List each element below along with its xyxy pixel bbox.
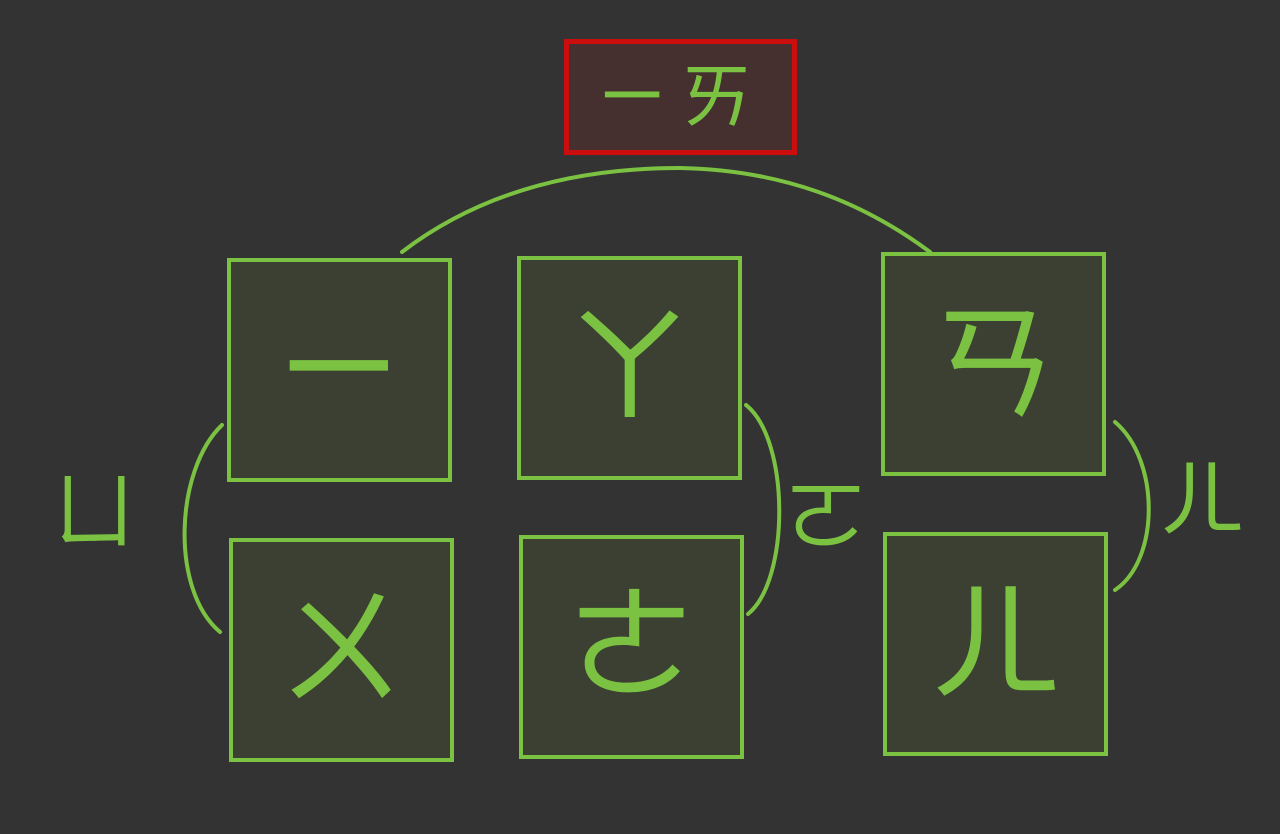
side-label-middle: ㄛ [784, 467, 869, 565]
cell-symbol: ㄧ [274, 294, 405, 446]
side-label-right: ㄦ [1160, 451, 1245, 549]
cell-bottom-right: ㄦ [883, 532, 1108, 756]
side-label-left: ㄩ [52, 463, 137, 561]
middle-bracket [744, 403, 782, 616]
top-arc-connector [400, 165, 932, 254]
cell-symbol: ㄨ [276, 574, 407, 726]
cell-symbol: ㄢ [928, 288, 1059, 440]
cell-bottom-left: ㄨ [229, 538, 454, 762]
cell-top-right: ㄢ [881, 252, 1106, 476]
cell-bottom-center: ㄜ [519, 535, 744, 759]
compound-title-text: ㄧㄞ [596, 55, 765, 139]
cell-symbol: ㄦ [930, 568, 1061, 720]
compound-title-box: ㄧㄞ [564, 39, 797, 155]
cell-symbol: ㄚ [564, 292, 695, 444]
cell-top-center: ㄚ [517, 256, 742, 480]
cell-top-left: ㄧ [227, 258, 452, 482]
left-bracket [182, 423, 224, 634]
cell-symbol: ㄜ [566, 571, 697, 723]
right-bracket [1113, 420, 1151, 592]
